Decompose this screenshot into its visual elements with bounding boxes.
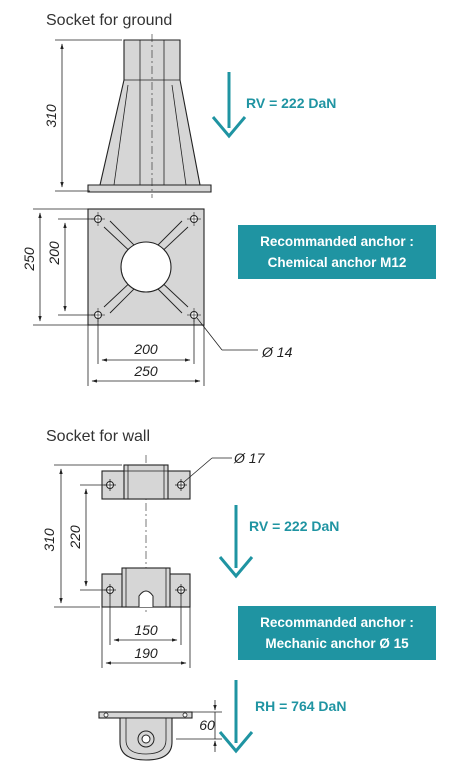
wall-depth-dimension	[176, 700, 222, 752]
ground-plate-outer-label: 250	[21, 247, 37, 272]
ground-height-dimension	[55, 39, 122, 192]
wall-horizontal-force-label: RH = 764 DaN	[255, 698, 346, 714]
ground-anchor-line2: Chemical anchor M12	[268, 255, 407, 270]
ground-plate-inner-label: 200	[46, 241, 62, 266]
wall-height-inner-label: 220	[67, 525, 83, 550]
wall-vertical-force-label: RV = 222 DaN	[249, 518, 339, 534]
wall-hole-leader	[183, 457, 232, 483]
wall-width-outer-label: 190	[134, 645, 158, 661]
wall-height-outer-label: 310	[41, 528, 57, 552]
wall-anchor-box	[238, 606, 436, 660]
ground-height-label: 310	[43, 104, 59, 128]
ground-force-label: RV = 222 DaN	[246, 95, 336, 111]
wall-horizontal-force-arrow	[218, 680, 254, 754]
wall-section-title: Socket for wall	[46, 428, 150, 445]
wall-width-dimensions	[101, 594, 191, 668]
wall-top-bracket	[101, 464, 191, 500]
wall-anchor-line1: Recommanded anchor :	[260, 615, 414, 630]
wall-anchor-line2: Mechanic anchor Ø 15	[265, 636, 409, 651]
wall-depth-label: 60	[199, 717, 215, 733]
ground-anchor-line1: Recommanded anchor :	[260, 234, 414, 249]
wall-width-inner-label: 150	[134, 622, 158, 638]
ground-base-plate	[87, 208, 205, 326]
ground-width-outer-label: 250	[133, 363, 158, 379]
wall-hole-label: Ø 17	[233, 450, 266, 466]
ground-plate-height-dimensions	[33, 208, 95, 326]
wall-vertical-force-arrow	[218, 505, 254, 579]
ground-plate-width-dimensions	[87, 318, 205, 386]
wall-bottom-bracket	[101, 567, 191, 608]
ground-hole-leader	[196, 317, 258, 351]
ground-hole-label: Ø 14	[261, 344, 293, 360]
ground-section-title: Socket for ground	[46, 12, 172, 29]
ground-force-arrow	[211, 72, 247, 139]
ground-socket-elevation	[87, 34, 212, 198]
wall-socket-side-view	[98, 711, 193, 761]
wall-height-dimensions	[54, 464, 122, 608]
ground-width-inner-label: 200	[133, 341, 158, 357]
ground-anchor-box	[238, 225, 436, 279]
